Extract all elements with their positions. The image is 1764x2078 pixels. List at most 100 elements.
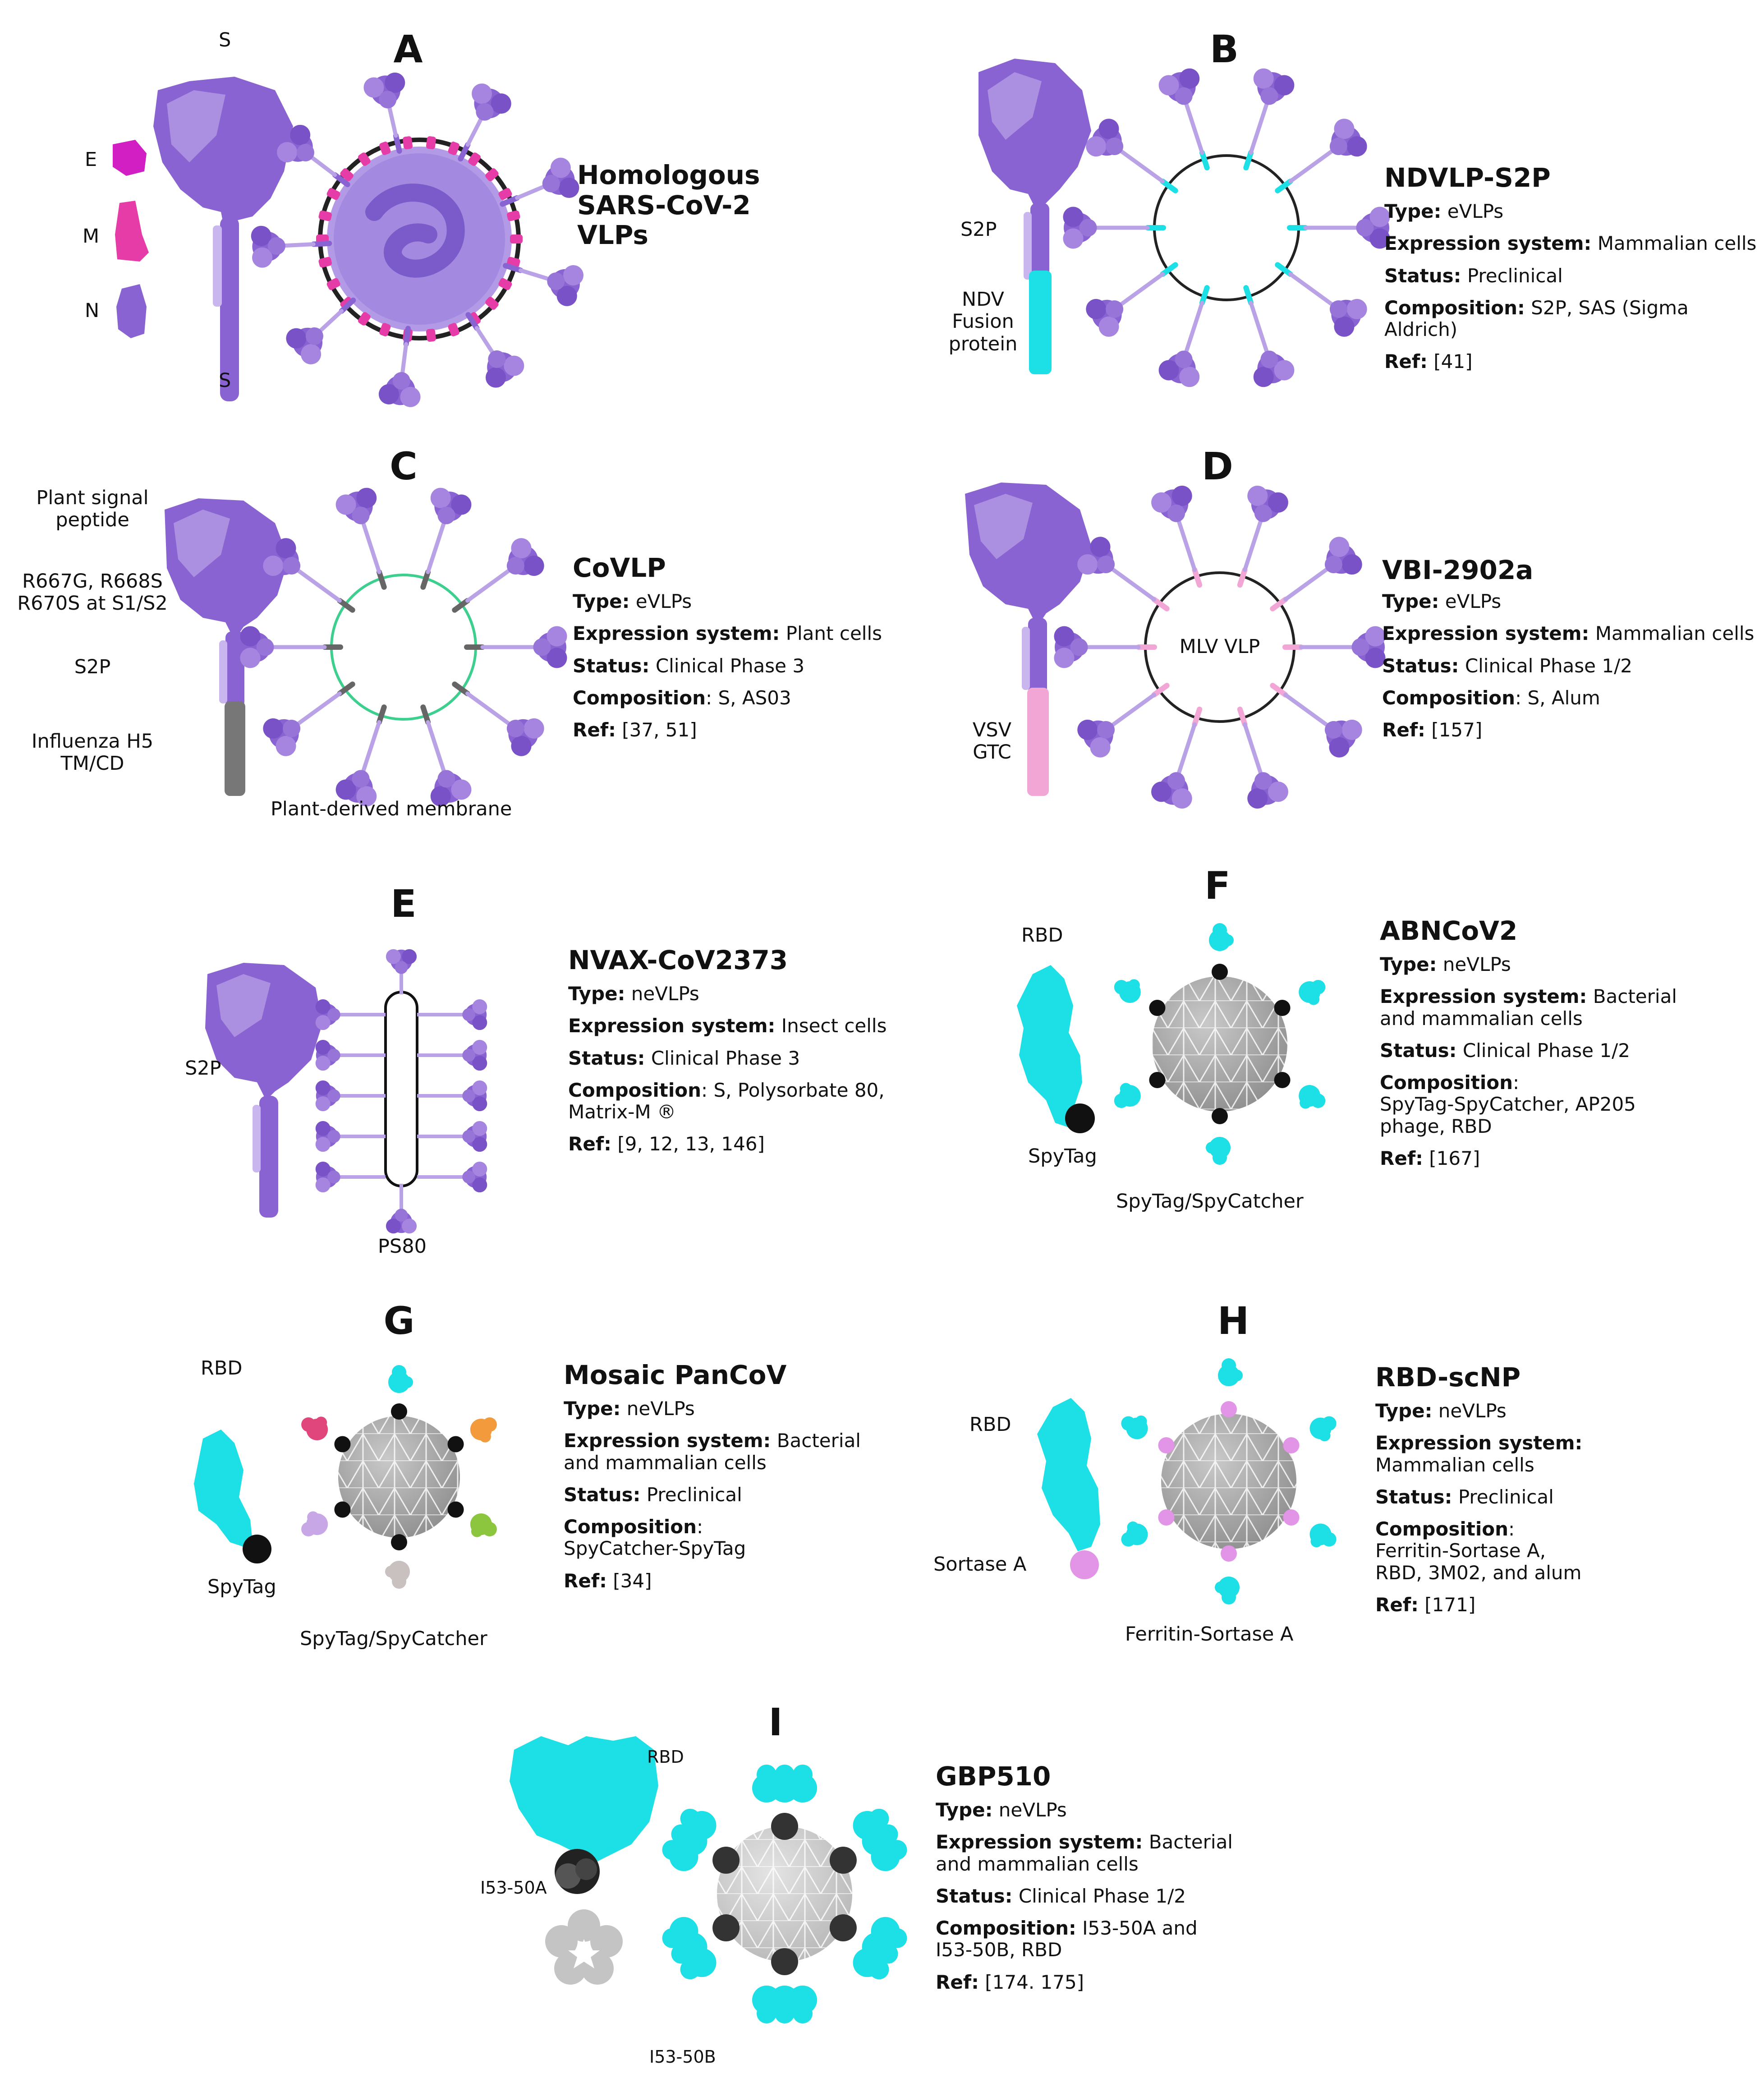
virion-m-protein <box>485 168 499 181</box>
panel-d-label-vsv: VSV GTC <box>972 719 1012 764</box>
panel-a-label-e: E <box>85 148 97 171</box>
mlv-vlp-spike <box>1270 533 1366 611</box>
scnp-rbd-arm <box>1121 1415 1175 1453</box>
virion-m-protein <box>358 312 371 326</box>
ndvlp-spike <box>1287 207 1390 249</box>
panel-d-expression: Mammalian cells <box>1595 622 1755 645</box>
panel-f-nanoparticle <box>1114 923 1326 1165</box>
panel-a-label-m: M <box>83 225 100 248</box>
panel-f-status: Clinical Phase 1/2 <box>1462 1039 1630 1062</box>
micelle-spike <box>315 1080 386 1112</box>
panel-letter-g: G <box>383 1299 415 1343</box>
panel-f-label-rbd: RBD <box>1021 924 1063 947</box>
virion-spike <box>503 258 586 309</box>
panel-letter-e: E <box>390 882 417 926</box>
panel-a-label-s-top: S <box>219 29 231 51</box>
field-label-ref: Ref: <box>564 1569 607 1592</box>
panel-g-label-spytag: SpyTag <box>207 1576 276 1598</box>
panel-f-vaccine-name: ABNCoV2 <box>1380 915 1518 946</box>
virion-m-protein <box>448 142 459 155</box>
panel-g-type: neVLPs <box>626 1398 695 1420</box>
mosaic-rbd-arm <box>388 1365 413 1420</box>
panel-i-info: Type: neVLPs Expression system: Bacteria… <box>936 1799 1260 2004</box>
panel-b-label-ndv: NDV Fusion protein <box>948 288 1018 355</box>
field-label-composition: Composition <box>1380 1071 1513 1094</box>
scnp-rbd-arm <box>1121 1509 1175 1547</box>
field-label-status: Status: <box>1380 1039 1457 1062</box>
panel-a-label-s-side: S <box>219 369 231 392</box>
panel-f-type: neVLPs <box>1442 953 1511 975</box>
panel-h-info: Type: neVLPs Expression system: Mammalia… <box>1375 1400 1583 1616</box>
panel-c-vaccine-name: CoVLP <box>573 552 666 583</box>
covlp-spike <box>464 626 567 668</box>
panel-f-info: Type: neVLPs Expression system: Bacteria… <box>1380 953 1677 1170</box>
mlv-vlp-spike <box>1270 683 1366 762</box>
covlp-spike <box>333 704 387 809</box>
panel-letter-d: D <box>1202 444 1233 488</box>
covlp-spike <box>420 485 474 590</box>
panel-d-info: Type: eVLPs Expression system: Mammalian… <box>1382 590 1755 741</box>
virion-spike <box>282 297 356 369</box>
mosaic-rbd-arm <box>301 1416 351 1453</box>
ndvlp-spike <box>1082 262 1178 341</box>
panel-c-label-signal: Plant signal peptide <box>36 487 149 532</box>
abncov2-rbd-arm <box>1114 1072 1166 1108</box>
ndvlp-spike <box>1243 65 1297 170</box>
virion-m-protein <box>426 329 436 342</box>
field-label-type: Type: <box>573 590 630 612</box>
abncov2-rbd-arm <box>1274 1072 1326 1109</box>
panel-g-status: Preclinical <box>646 1483 742 1506</box>
mosaic-rbd-arm <box>385 1534 410 1589</box>
gbp510-rbd-trimer <box>662 1914 740 1980</box>
field-label-expression: Expression system: <box>1382 622 1589 645</box>
virion-m-protein <box>379 142 391 155</box>
mlv-vlp-spike <box>1237 706 1291 811</box>
covlp-spike <box>333 485 387 590</box>
micelle-spike <box>386 1184 417 1234</box>
panel-g-vaccine-name: Mosaic PanCoV <box>564 1360 787 1390</box>
field-label-type: Type: <box>1384 200 1442 222</box>
virion-spike <box>273 120 350 188</box>
panel-h-nanoparticle <box>1121 1358 1337 1604</box>
covlp-spike <box>259 681 355 760</box>
panel-b-expression: Mammalian cells <box>1597 232 1757 255</box>
field-label-composition: Composition <box>573 686 706 709</box>
micelle-spike <box>315 999 386 1030</box>
field-label-composition: Composition <box>1382 686 1515 709</box>
panel-i-ref: [174. 175] <box>985 1971 1084 1993</box>
gbp510-rbd-trimer <box>829 1808 907 1874</box>
panel-c-label-s2p: S2P <box>74 656 111 678</box>
panel-d-status: Clinical Phase 1/2 <box>1465 654 1632 677</box>
micelle-spike <box>417 999 487 1030</box>
covlp-spike <box>452 534 548 613</box>
panel-g-ref: [34] <box>613 1569 652 1592</box>
panel-h-label-rbd: RBD <box>969 1413 1011 1436</box>
field-label-status: Status: <box>1384 264 1461 287</box>
virion-spike <box>250 225 332 268</box>
panel-i-rbd-trimer <box>510 1736 658 1894</box>
virion-m-protein <box>326 278 340 290</box>
mlv-vlp-spike <box>1073 533 1170 611</box>
panel-i-status: Clinical Phase 1/2 <box>1018 1885 1186 1907</box>
panel-letter-a: A <box>393 27 423 71</box>
mlv-vlp-spike <box>1148 483 1203 588</box>
micelle-spike <box>417 1161 487 1193</box>
panel-a-n-protein <box>116 284 147 338</box>
panel-g-label-rbd: RBD <box>201 1357 243 1379</box>
virion-m-protein <box>318 257 332 268</box>
panel-c-covlp <box>240 485 567 809</box>
field-label-expression: Expression system: <box>1375 1432 1583 1454</box>
abncov2-rbd-arm <box>1114 979 1166 1016</box>
ndvlp-spike <box>1243 285 1297 390</box>
covlp-spike <box>452 681 548 760</box>
panel-b-label-s2p: S2P <box>960 218 997 241</box>
field-label-status: Status: <box>1382 654 1459 677</box>
micelle-spike <box>417 1121 487 1152</box>
panel-letter-h: H <box>1217 1299 1250 1343</box>
micelle-spike <box>315 1161 386 1193</box>
field-label-status: Status: <box>564 1483 641 1506</box>
mosaic-rbd-arm <box>447 1501 497 1537</box>
panel-g-label-system: SpyTag/SpyCatcher <box>300 1627 487 1650</box>
virion-spike <box>362 70 410 154</box>
